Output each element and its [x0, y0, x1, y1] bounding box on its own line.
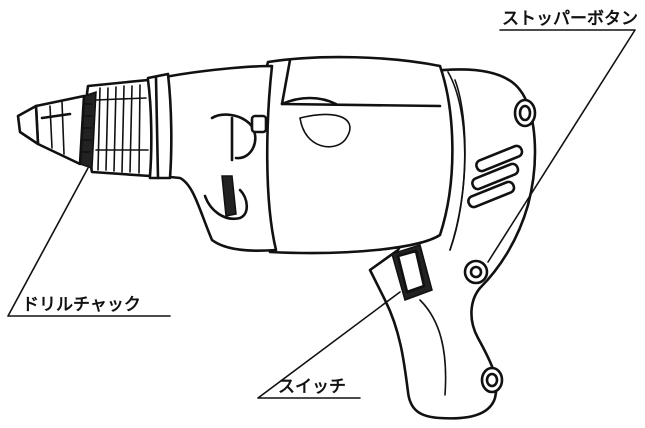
label-switch: スイッチ [278, 377, 346, 397]
drill-chuck [16, 78, 153, 178]
motor-housing [257, 55, 466, 255]
chuck-collar [144, 72, 173, 180]
gear-housing [158, 64, 278, 252]
cord-hole [480, 366, 504, 394]
label-drill-chuck: ドリルチャック [22, 295, 141, 315]
switch-trigger [391, 244, 433, 301]
stopper-button [463, 259, 489, 285]
leader-lines [7, 29, 636, 399]
label-stopper-button: ストッパーボタン [502, 9, 638, 29]
rear-knob [513, 98, 537, 128]
vent-slots [467, 144, 524, 209]
